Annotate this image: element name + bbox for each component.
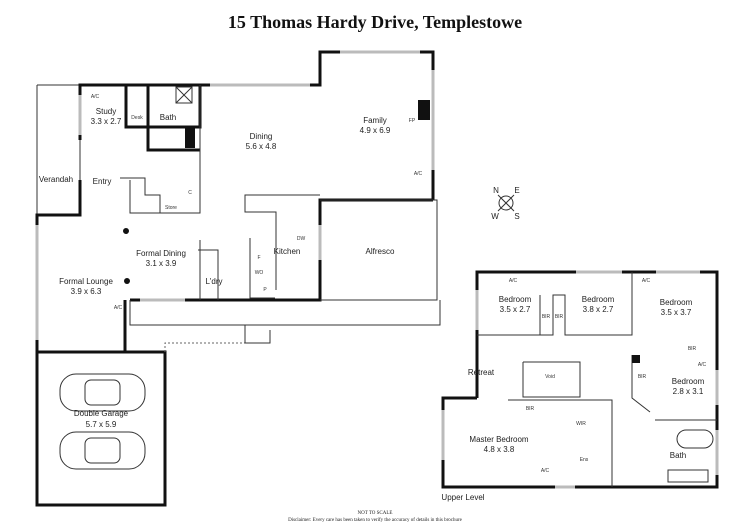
room-study-size: 3.3 x 2.7 <box>91 117 122 126</box>
label-bir-2: BIR <box>555 314 564 320</box>
upper-level-label: Upper Level <box>441 493 484 502</box>
label-wo: WO <box>255 270 264 276</box>
label-bir-3: BIR <box>688 346 697 352</box>
room-family-size: 4.9 x 6.9 <box>360 126 391 135</box>
room-laundry: L'dry <box>205 277 222 286</box>
label-f: F <box>257 255 260 261</box>
room-bedroom-3: Bedroom <box>660 298 693 307</box>
page-title: 15 Thomas Hardy Drive, Templestowe <box>227 12 523 32</box>
room-bedroom-4: Bedroom <box>672 377 705 386</box>
room-ensuite: Ens <box>580 457 589 463</box>
label-ac: A/C <box>91 94 100 100</box>
room-master-bedroom: Master Bedroom <box>469 435 528 444</box>
label-ac-family: A/C <box>414 171 423 177</box>
compass-icon: N E S W <box>491 186 519 221</box>
compass-s: S <box>514 212 519 221</box>
room-kitchen: Kitchen <box>274 247 301 256</box>
room-bedroom-1-size: 3.5 x 2.7 <box>500 305 531 314</box>
label-ac-lounge: A/C <box>114 305 123 311</box>
label-bir-1: BIR <box>542 314 551 320</box>
room-formal-lounge-size: 3.9 x 6.3 <box>71 287 102 296</box>
room-bath: Bath <box>160 113 176 122</box>
room-garage: Double Garage <box>74 409 129 418</box>
room-dining: Dining <box>250 132 273 141</box>
not-to-scale: NOT TO SCALE <box>357 511 392 516</box>
room-verandah: Verandah <box>39 175 73 184</box>
label-ac-upper-3: A/C <box>698 362 707 368</box>
room-family: Family <box>363 116 387 125</box>
compass-e: E <box>514 186 519 195</box>
compass-w: W <box>491 212 499 221</box>
room-upper-bath: Bath <box>670 451 686 460</box>
room-formal-dining-size: 3.1 x 3.9 <box>146 259 177 268</box>
label-ac-upper-4: A/C <box>541 468 550 474</box>
disclaimer: Disclaimer: Every care has been taken to… <box>288 518 463 523</box>
room-void: Void <box>545 374 555 380</box>
label-ac-upper-1: A/C <box>509 278 518 284</box>
label-ac-upper-2: A/C <box>642 278 651 284</box>
room-wir: WIR <box>576 421 586 427</box>
room-master-bedroom-size: 4.8 x 3.8 <box>484 445 515 454</box>
room-retreat: Retreat <box>468 368 495 377</box>
label-c: C <box>188 190 192 196</box>
room-store: Store <box>165 205 177 211</box>
room-bedroom-4-size: 2.8 x 3.1 <box>673 387 704 396</box>
label-desk: Desk <box>131 115 143 121</box>
room-entry: Entry <box>93 177 112 186</box>
room-bedroom-2: Bedroom <box>582 295 615 304</box>
room-study: Study <box>96 107 116 116</box>
room-dining-size: 5.6 x 4.8 <box>246 142 277 151</box>
room-formal-lounge: Formal Lounge <box>59 277 113 286</box>
label-bir-4: BIR <box>638 374 647 380</box>
room-bedroom-2-size: 3.8 x 2.7 <box>583 305 614 314</box>
compass-n: N <box>493 186 499 195</box>
room-alfresco: Alfresco <box>366 247 395 256</box>
room-bedroom-3-size: 3.5 x 3.7 <box>661 308 692 317</box>
label-fp: FP <box>409 118 416 124</box>
label-p: P <box>263 287 267 293</box>
room-formal-dining: Formal Dining <box>136 249 186 258</box>
room-garage-size: 5.7 x 5.9 <box>86 420 117 429</box>
garage-cars <box>59 373 146 470</box>
label-bir-5: BIR <box>526 406 535 412</box>
upper-level-walls <box>441 270 719 489</box>
label-dw: DW <box>297 236 306 242</box>
room-bedroom-1: Bedroom <box>499 295 532 304</box>
ground-floor-walls <box>35 50 441 507</box>
